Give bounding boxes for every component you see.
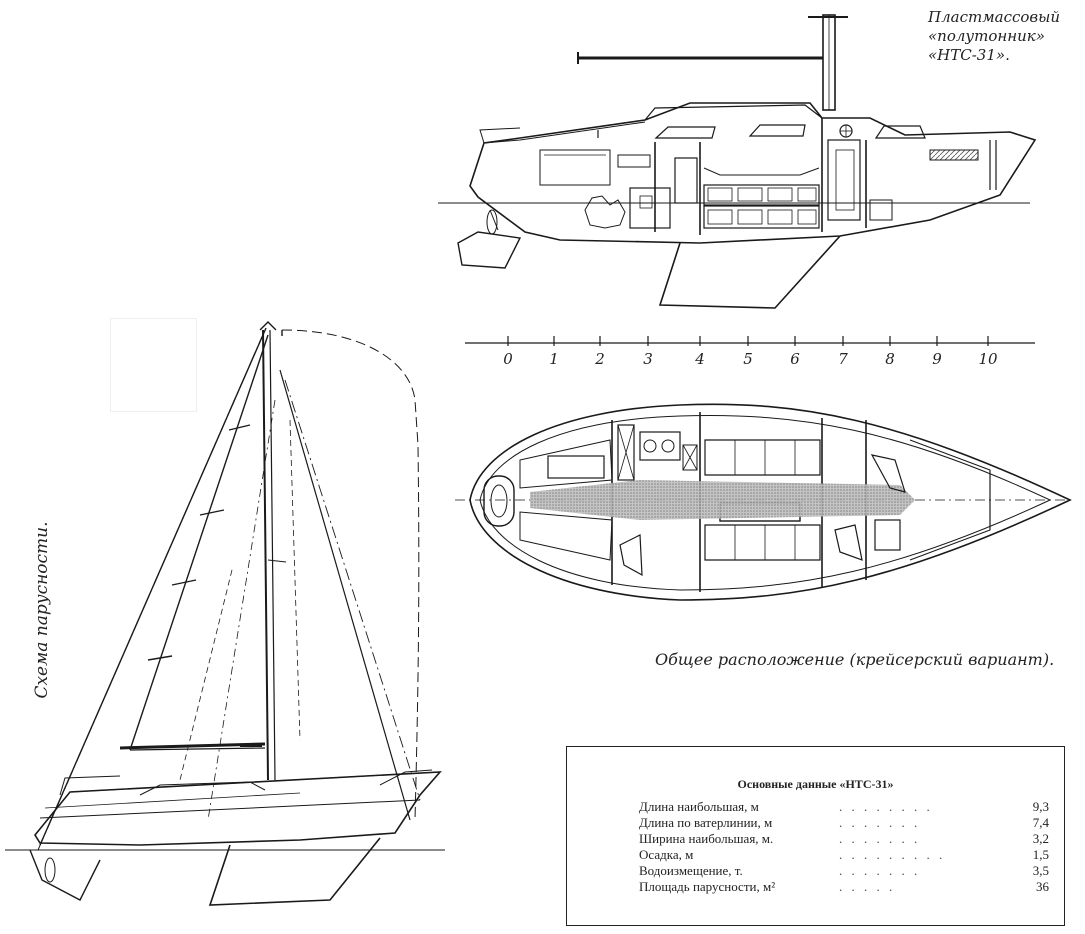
blank-area (110, 318, 197, 412)
specs-row: Площадь парусности, м² . . . . . 36 (639, 879, 1049, 895)
specs-row: Водоизмещение, т. . . . . . . . 3,5 (639, 863, 1049, 879)
plan-view-drawing (455, 403, 1072, 601)
specs-label: Длина по ватерлинии, м (639, 815, 773, 830)
leader-dots: . . . . . . . (839, 831, 921, 846)
specs-title: Основные данные «НТС-31» (737, 777, 894, 791)
scale-tick-label: 8 (885, 350, 895, 368)
title-line-3: «НТС-31». (928, 46, 1010, 64)
specs-label: Площадь парусности, м² (639, 879, 776, 894)
scale-tick-label: 3 (643, 350, 653, 368)
scale-tick-label: 10 (978, 350, 998, 368)
scale-bar (465, 336, 1035, 346)
scale-tick-label: 1 (549, 350, 559, 368)
specs-value: 1,5 (1032, 847, 1049, 862)
specs-label: Длина наибольшая, м (639, 799, 759, 814)
specs-row: Длина по ватерлинии, м . . . . . . . 7,4 (639, 815, 1049, 831)
specs-label: Водоизмещение, т. (639, 863, 743, 878)
title-line-2: «полутонник» (928, 27, 1045, 45)
title-line-1: Пластмассовый (928, 8, 1061, 26)
scale-tick-label: 7 (838, 350, 848, 368)
scale-tick-label: 2 (595, 350, 605, 368)
side-profile-drawing (438, 14, 1037, 309)
scale-tick-label: 5 (743, 350, 753, 368)
specs-value: 36 (1036, 879, 1049, 894)
specs-value: 3,5 (1032, 863, 1049, 878)
specs-row: Длина наибольшая, м . . . . . . . . 9,3 (639, 799, 1049, 815)
leader-dots: . . . . . . . (839, 863, 921, 878)
specs-value: 3,2 (1032, 831, 1049, 846)
leader-dots: . . . . . . . (839, 815, 921, 830)
sail-plan-label: Схема парусности. (32, 521, 52, 699)
drawing-title: Пластмассовый «полутонник» «НТС-31». (928, 8, 1060, 65)
leader-dots: . . . . . (839, 879, 896, 894)
scale-tick-label: 6 (790, 350, 800, 368)
layout-caption: Общее расположение (крейсерский вариант)… (655, 650, 1055, 669)
leader-dots: . . . . . . . . . (839, 847, 946, 862)
sail-plan-drawing (5, 321, 445, 906)
specs-label: Осадка, м (639, 847, 694, 862)
leader-dots: . . . . . . . . (839, 799, 933, 814)
specs-value: 7,4 (1032, 815, 1049, 830)
specs-table: Основные данные «НТС-31» Длина наибольша… (566, 746, 1065, 926)
specs-label: Ширина наибольшая, м. (639, 831, 774, 846)
specs-row: Осадка, м . . . . . . . . . 1,5 (639, 847, 1049, 863)
scale-tick-label: 0 (503, 350, 513, 368)
specs-row: Ширина наибольшая, м. . . . . . . . 3,2 (639, 831, 1049, 847)
specs-value: 9,3 (1032, 799, 1049, 814)
scale-tick-label: 4 (695, 350, 705, 368)
scale-tick-label: 9 (932, 350, 942, 368)
